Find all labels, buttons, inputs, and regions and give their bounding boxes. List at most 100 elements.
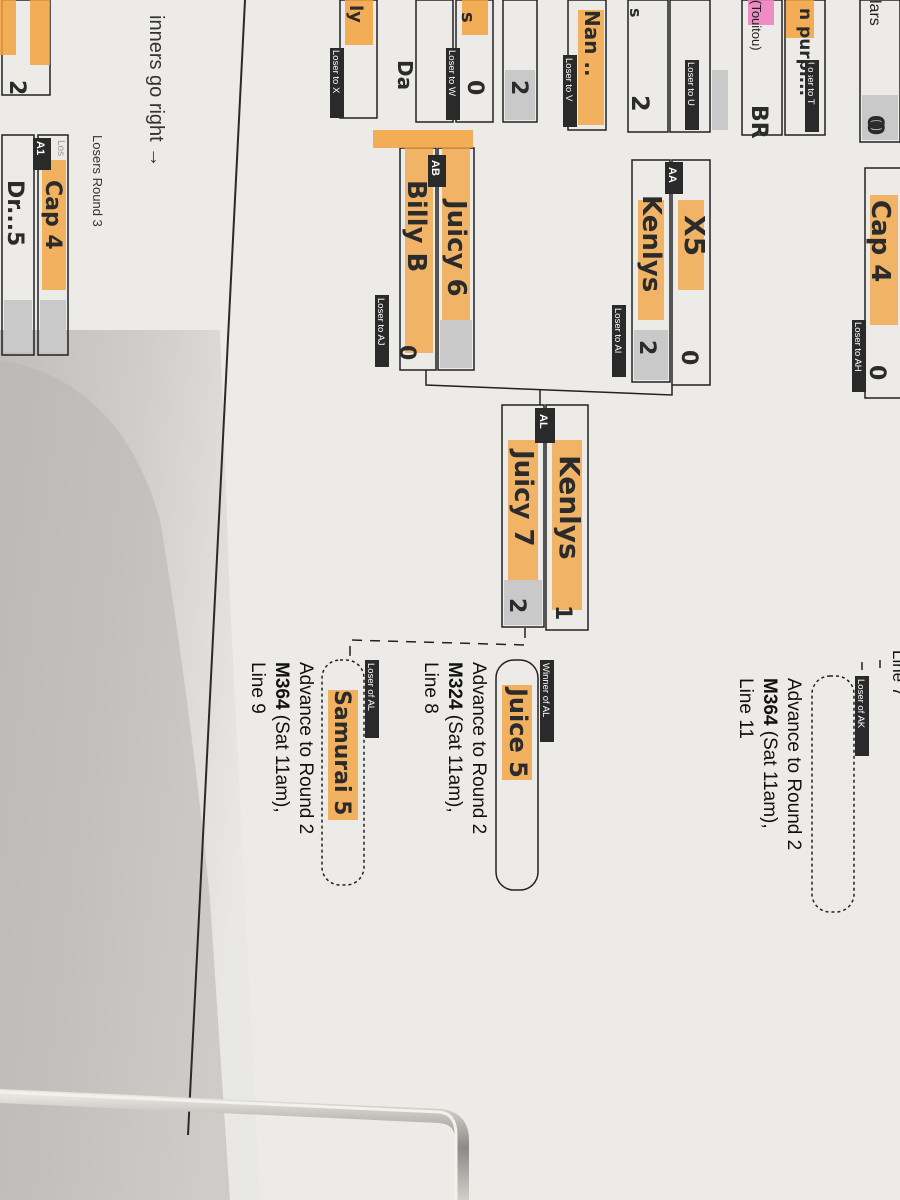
- loser-w-highlight: [462, 0, 488, 35]
- loser-x-highlight: [345, 0, 373, 45]
- al-tag: [535, 408, 555, 443]
- match-ab: AB Juicy 6 Billy B 0 Loser to AJ: [373, 130, 475, 371]
- loser-u-box-1: [627, 0, 669, 133]
- ab-entry-2-name: Billy B: [401, 180, 431, 272]
- section-divider: [187, 0, 246, 1136]
- loser-v-name: Nan ..: [580, 10, 604, 77]
- loser-u-score-fill: [712, 70, 728, 130]
- a1-score-cell: [40, 300, 66, 352]
- loser-aj-label: Loser to AJ: [375, 298, 386, 346]
- winner-al-match-line: M324 (Sat 11am),: [444, 662, 465, 813]
- loser-u-score: 2: [626, 95, 654, 112]
- loser-ak-line: Line 11: [735, 678, 756, 739]
- loser-x-score: 2: [506, 80, 531, 95]
- shadow-region-soft: [0, 360, 230, 1200]
- a1-entry-box-top: [37, 134, 69, 356]
- metal-clip-highlight: [0, 1090, 458, 1200]
- ah-score-2: 0: [862, 120, 887, 135]
- loser-of-al: Loser of AL Samurai 5 Advance to Round 2…: [247, 659, 379, 886]
- aa-tag: [665, 162, 683, 194]
- loser-t-box-2: [784, 0, 826, 136]
- loser-of-ak: Loser of AK Line 7 Advance to Round 2 M3…: [735, 650, 900, 913]
- loser-al-match: M364: [271, 662, 292, 710]
- loser-ak-tag-text: Loser of AK: [855, 679, 866, 729]
- ab-entry-1-name: Juicy 6: [441, 198, 471, 297]
- match-al: AL Kenlys Juicy 7 1 2: [501, 404, 589, 631]
- loser-ah-label: Loser to AH: [852, 322, 863, 372]
- a1-highlight: [42, 160, 66, 290]
- winner-al-advance: Advance to Round 2: [468, 662, 489, 834]
- loser-ak-match-line: M364 (Sat 11am),: [759, 678, 780, 829]
- al-entry-2-name: Juicy 7: [508, 448, 538, 547]
- bracket-connectors: [425, 370, 673, 405]
- a1-entry-box-bottom: [1, 134, 35, 356]
- lars-box: [859, 0, 900, 143]
- loser-al-highlight: [328, 690, 358, 820]
- winner-al-name: Juice 5: [504, 686, 532, 778]
- a1-score-cell-2: [4, 300, 32, 352]
- al-entry-1-name: Kenlys: [553, 455, 586, 560]
- ah-tag: [852, 320, 866, 392]
- ah-name: Cap 4: [865, 200, 895, 282]
- aa-score-cell-1: [634, 330, 668, 380]
- loser-ak-advance: Advance to Round 2: [783, 678, 804, 850]
- ab-tag: [428, 155, 446, 187]
- loser-w-fragment: s: [457, 12, 478, 23]
- top-left-score: 2: [4, 80, 29, 95]
- lars-score-fill: [862, 95, 898, 140]
- aa-entry-box-2: [671, 159, 711, 386]
- a1-partial-label: Los: [55, 140, 66, 156]
- winner-of-al: Winner of AL Juice 5 Advance to Round 2 …: [420, 659, 554, 891]
- ah-entry-box: [864, 167, 900, 399]
- loser-al-tag-text: Loser of AL: [365, 663, 376, 711]
- winner-al-line: Line 8: [420, 662, 441, 714]
- loser-al-match-line: M364 (Sat 11am),: [271, 662, 292, 813]
- loser-v-highlight: [578, 10, 604, 125]
- loser-ak-detail: (Sat 11am),: [759, 726, 780, 829]
- loser-u-tag: [685, 60, 699, 130]
- losers-middle-columns: Loser to X ly Loser to W 0 s Da 2 Loser …: [330, 0, 900, 143]
- winners-go-right-label: inners go right →: [145, 15, 167, 167]
- al-entry-box-1: [501, 404, 545, 628]
- al-entry-1-score: 1: [550, 605, 575, 620]
- aa-entry-1-score: 0: [676, 350, 701, 365]
- purple-name: n purpl...: [795, 8, 815, 96]
- touitou-name: (Touitou): [749, 0, 764, 51]
- losers-left-column: inners go right → Losers Round 3 A1 Los …: [0, 0, 167, 356]
- loser-w-label: Loser to W: [446, 50, 457, 96]
- winner-al-match: M324: [444, 662, 465, 710]
- match-aa: AA X5 Kenlys 0 2 Loser to AI: [612, 159, 711, 386]
- loser-al-name: Samurai 5: [329, 690, 354, 815]
- br-scribble: BR: [746, 105, 771, 139]
- aa-highlight-1: [638, 200, 664, 320]
- top-left-highlight: [30, 0, 50, 65]
- loser-t-pink: [748, 0, 774, 25]
- winner-al-highlight: [502, 685, 532, 780]
- ak-dashed-connector: [861, 660, 881, 676]
- aa-entry-2-name: Kenlys: [636, 195, 666, 292]
- loser-x-partial-name: ly: [345, 5, 366, 23]
- loser-x-score-cell: [502, 0, 538, 123]
- ah-score-1: 0: [864, 365, 889, 380]
- aa-highlight-2: [678, 200, 704, 290]
- al-dashed-connectors: [349, 628, 526, 660]
- al-highlight-2: [552, 440, 582, 610]
- ah-highlight: [870, 195, 898, 325]
- a1-entry-1-name: Cap 4: [40, 180, 65, 250]
- match-ah: Loser to AH Cap 4 0 0: [852, 120, 900, 399]
- ai-tag: [612, 305, 626, 377]
- loser-t-box: [741, 0, 783, 136]
- winner-al-tag-text: Winner of AL: [540, 663, 551, 717]
- loser-t-label: Loser to T: [805, 62, 816, 105]
- loser-t-tag: [805, 60, 819, 132]
- lars-name: lars: [866, 0, 883, 26]
- loser-v-label: Loser to V: [563, 58, 574, 102]
- ab-tag-text: AB: [429, 160, 441, 176]
- loser-al-line: Line 9: [247, 662, 268, 714]
- ab-highlight-bar: [373, 130, 473, 148]
- top-left-highlight-2: [0, 0, 16, 55]
- metal-clip-bar: [0, 1089, 469, 1200]
- winner-al-tag: [540, 660, 554, 742]
- lars-score: 0: [862, 115, 887, 130]
